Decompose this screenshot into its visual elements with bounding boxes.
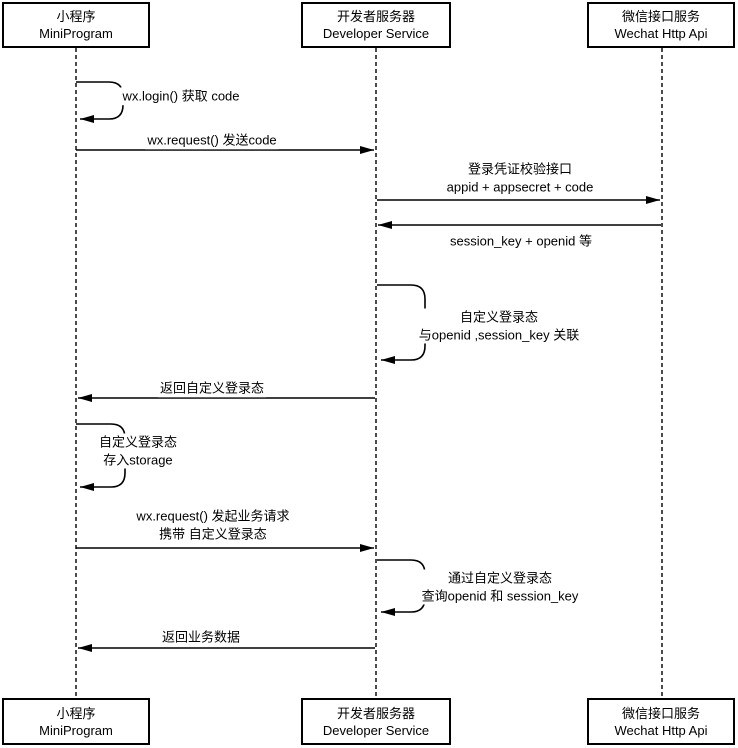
actor-wechat-top: 微信接口服务 Wechat Http Api [587, 2, 735, 48]
message-label-return-business-data: 返回业务数据 [159, 628, 243, 646]
message-text: session_key + openid 等 [449, 233, 593, 249]
message-text: 返回业务数据 [161, 629, 241, 645]
message-label-custom-login-state: 自定义登录态 与openid ,session_key 关联 [416, 308, 582, 344]
message-text: wx.login() 获取 code [122, 88, 240, 104]
actor-wechat-bottom: 微信接口服务 Wechat Http Api [587, 698, 735, 745]
actor-name-zh: 小程序 [56, 705, 96, 721]
message-label-return-login-state: 返回自定义登录态 [157, 379, 267, 397]
message-text: 通过自定义登录态 [447, 570, 552, 586]
self-loop-query-openid [377, 559, 426, 616]
actor-developer-top: 开发者服务器 Developer Service [301, 2, 451, 48]
message-label-query-openid: 通过自定义登录态 查询openid 和 session_key [419, 569, 581, 605]
message-label-wx-login: wx.login() 获取 code [120, 87, 242, 105]
message-text: 存入storage [103, 452, 173, 467]
message-text: wx.request() 发送code [147, 132, 277, 148]
actor-name-en: Wechat Http Api [614, 26, 708, 41]
actor-name-zh: 微信接口服务 [621, 705, 700, 721]
actor-name-en: Developer Service [322, 722, 430, 738]
message-text: 返回自定义登录态 [159, 380, 265, 396]
actor-name-en: MiniProgram [39, 26, 113, 41]
self-loop-wx-login [76, 81, 124, 123]
message-text: 登录凭证校验接口 [467, 161, 573, 177]
message-text: 携带 自定义登录态 [159, 526, 267, 541]
message-label-store-storage: 自定义登录态 存入storage [96, 433, 180, 469]
actor-name-zh: 开发者服务器 [336, 9, 415, 24]
actor-name-zh: 微信接口服务 [621, 9, 700, 24]
message-text: 自定义登录态 [459, 309, 539, 325]
message-text: 与openid ,session_key 关联 [418, 327, 580, 342]
actor-miniprogram-bottom: 小程序 MiniProgram [2, 698, 150, 745]
message-label-send-code: wx.request() 发送code [145, 131, 279, 149]
message-text: appid + appsecret + code [446, 179, 594, 194]
actor-name-en: MiniProgram [39, 722, 113, 738]
message-label-business-request: wx.request() 发起业务请求 携带 自定义登录态 [134, 507, 292, 543]
actor-name-zh: 小程序 [56, 9, 96, 24]
actor-miniprogram-top: 小程序 MiniProgram [2, 2, 150, 48]
actor-name-en: Wechat Http Api [614, 722, 708, 738]
message-text: wx.request() 发起业务请求 [136, 508, 290, 524]
message-label-session-key: session_key + openid 等 [447, 232, 595, 250]
message-label-login-check: 登录凭证校验接口 appid + appsecret + code [444, 160, 596, 196]
message-text: 自定义登录态 [98, 434, 178, 450]
actor-developer-bottom: 开发者服务器 Developer Service [301, 698, 451, 745]
actor-name-en: Developer Service [322, 26, 430, 41]
message-text: 查询openid 和 session_key [421, 588, 579, 603]
actor-name-zh: 开发者服务器 [336, 705, 415, 721]
